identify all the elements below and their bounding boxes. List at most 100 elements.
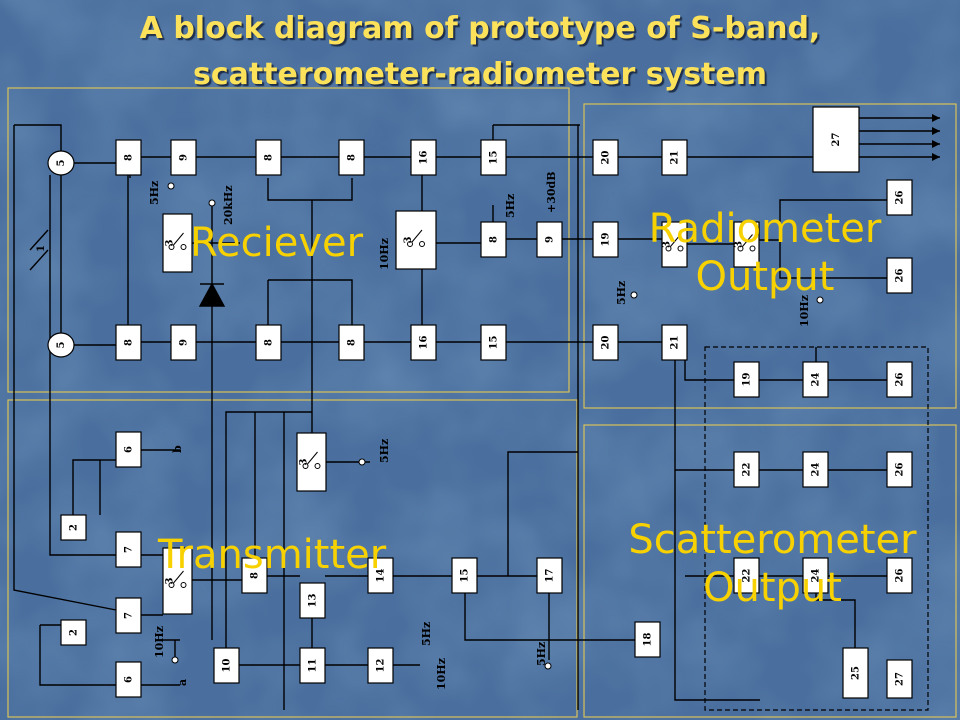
block-label: 6 [124,446,135,453]
block-label: 15 [460,569,471,583]
wire [268,279,353,325]
block-label: 8 [347,339,358,346]
block-label: 24 [811,569,822,583]
block-label: 3 [662,241,673,248]
block-label: 24 [811,463,822,477]
signal-label: +30dB [545,171,558,213]
block-label: 27 [895,672,906,686]
block-b27-bottom: 27 [886,659,913,699]
wire [815,593,856,648]
block-label: 19 [601,233,612,247]
signal-label: 10Hz [378,238,391,270]
block-label: 7 [124,612,135,619]
block-b22-scat-1: 22 [733,451,760,488]
scatterometer-dashed-box [704,346,929,711]
block-b26-scat-1: 26 [886,361,913,398]
wire [13,125,117,611]
signal-label: 20kHz [222,185,235,225]
radiometer-output-section-label: Radiometer Output [620,205,910,301]
block-label: 17 [545,569,556,583]
wire [49,175,116,556]
block-label: 19 [742,373,753,387]
block-label: 8 [347,154,358,161]
wire [464,593,635,641]
block-label: 16 [419,336,430,350]
block-b19-mid: 19 [592,221,619,258]
scatterometer-output-section-label: Scatterometer Output [600,516,945,612]
receiver-section-label: Reciever [190,220,364,266]
block-label: 2 [69,524,80,531]
wire [72,459,100,515]
block-b8-bot-1: 8 [115,324,142,361]
block-label: 26 [895,463,906,477]
block-b2-top: 2 [60,514,87,541]
block-label: 8 [124,339,135,346]
block-label: 3 [403,236,414,243]
block-b8-top-3: 8 [338,139,365,176]
block-b6-b: 6 [115,431,142,468]
block-label: 3 [165,577,176,584]
block-b15-top: 15 [480,139,507,176]
block-label: 27 [831,133,842,147]
block-label: 14 [376,569,387,583]
wire [674,360,760,701]
block-label: 13 [308,594,319,608]
block-label: 5 [56,341,67,348]
block-b21-bot: 21 [661,324,688,361]
block-b27-top: 27 [812,106,860,173]
wire [39,625,116,686]
block-label: 1 [36,245,47,252]
block-b8-bot-2: 8 [255,324,282,361]
block-b16-top: 16 [410,139,437,176]
signal-label: 5Hz [148,181,161,205]
wire [14,124,62,151]
block-b13: 13 [299,582,326,619]
radiometer-label-line-2: Output [695,254,835,300]
signal-label: 10Hz [435,658,448,690]
block-label: 8 [264,154,275,161]
block-b1-antenna-switch: 1 [36,245,47,252]
transmitter-frame [7,399,578,718]
signal-source-icon [816,296,824,304]
block-b7-bot: 7 [115,597,142,634]
block-label: 22 [742,569,753,583]
block-b10: 10 [213,647,240,684]
output-label: b [171,445,184,453]
block-label: 8 [124,154,135,161]
receiver-frame [7,87,570,393]
block-b15-tx: 15 [451,557,478,594]
signal-source-icon [630,291,638,299]
wires [13,114,940,710]
block-label: 12 [376,659,387,673]
block-label: 8 [250,572,261,579]
block-b26-scat-2: 26 [886,451,913,488]
block-b8-bot-3: 8 [338,324,365,361]
block-b26-radio-2: 26 [886,257,913,294]
wire [507,451,578,576]
block-label: 26 [895,373,906,387]
transmitter-section-label: Transmitter [158,532,387,578]
block-b5-bottom: 5 [47,332,75,358]
block-label: 9 [179,339,190,346]
block-b8-mid: 8 [480,221,507,258]
block-label: 24 [811,373,822,387]
block-label: 26 [895,269,906,283]
arrowhead-icon [932,140,940,148]
block-label: 22 [742,463,753,477]
block-b3-radio-1: 3 [661,221,688,268]
block-b25: 25 [842,647,869,699]
signal-source-icon [544,662,552,670]
block-b8-tx: 8 [241,557,268,594]
block-label: 5 [56,159,67,166]
arrowhead-icon [932,127,940,135]
block-b26-radio-1: 26 [886,179,913,216]
radiometer-frame [583,103,957,409]
block-b9-bot: 9 [170,324,197,361]
signal-label: 5Hz [378,439,391,463]
block-b3-tx-switch: 3 [162,547,193,615]
block-b19-scat: 19 [733,361,760,398]
